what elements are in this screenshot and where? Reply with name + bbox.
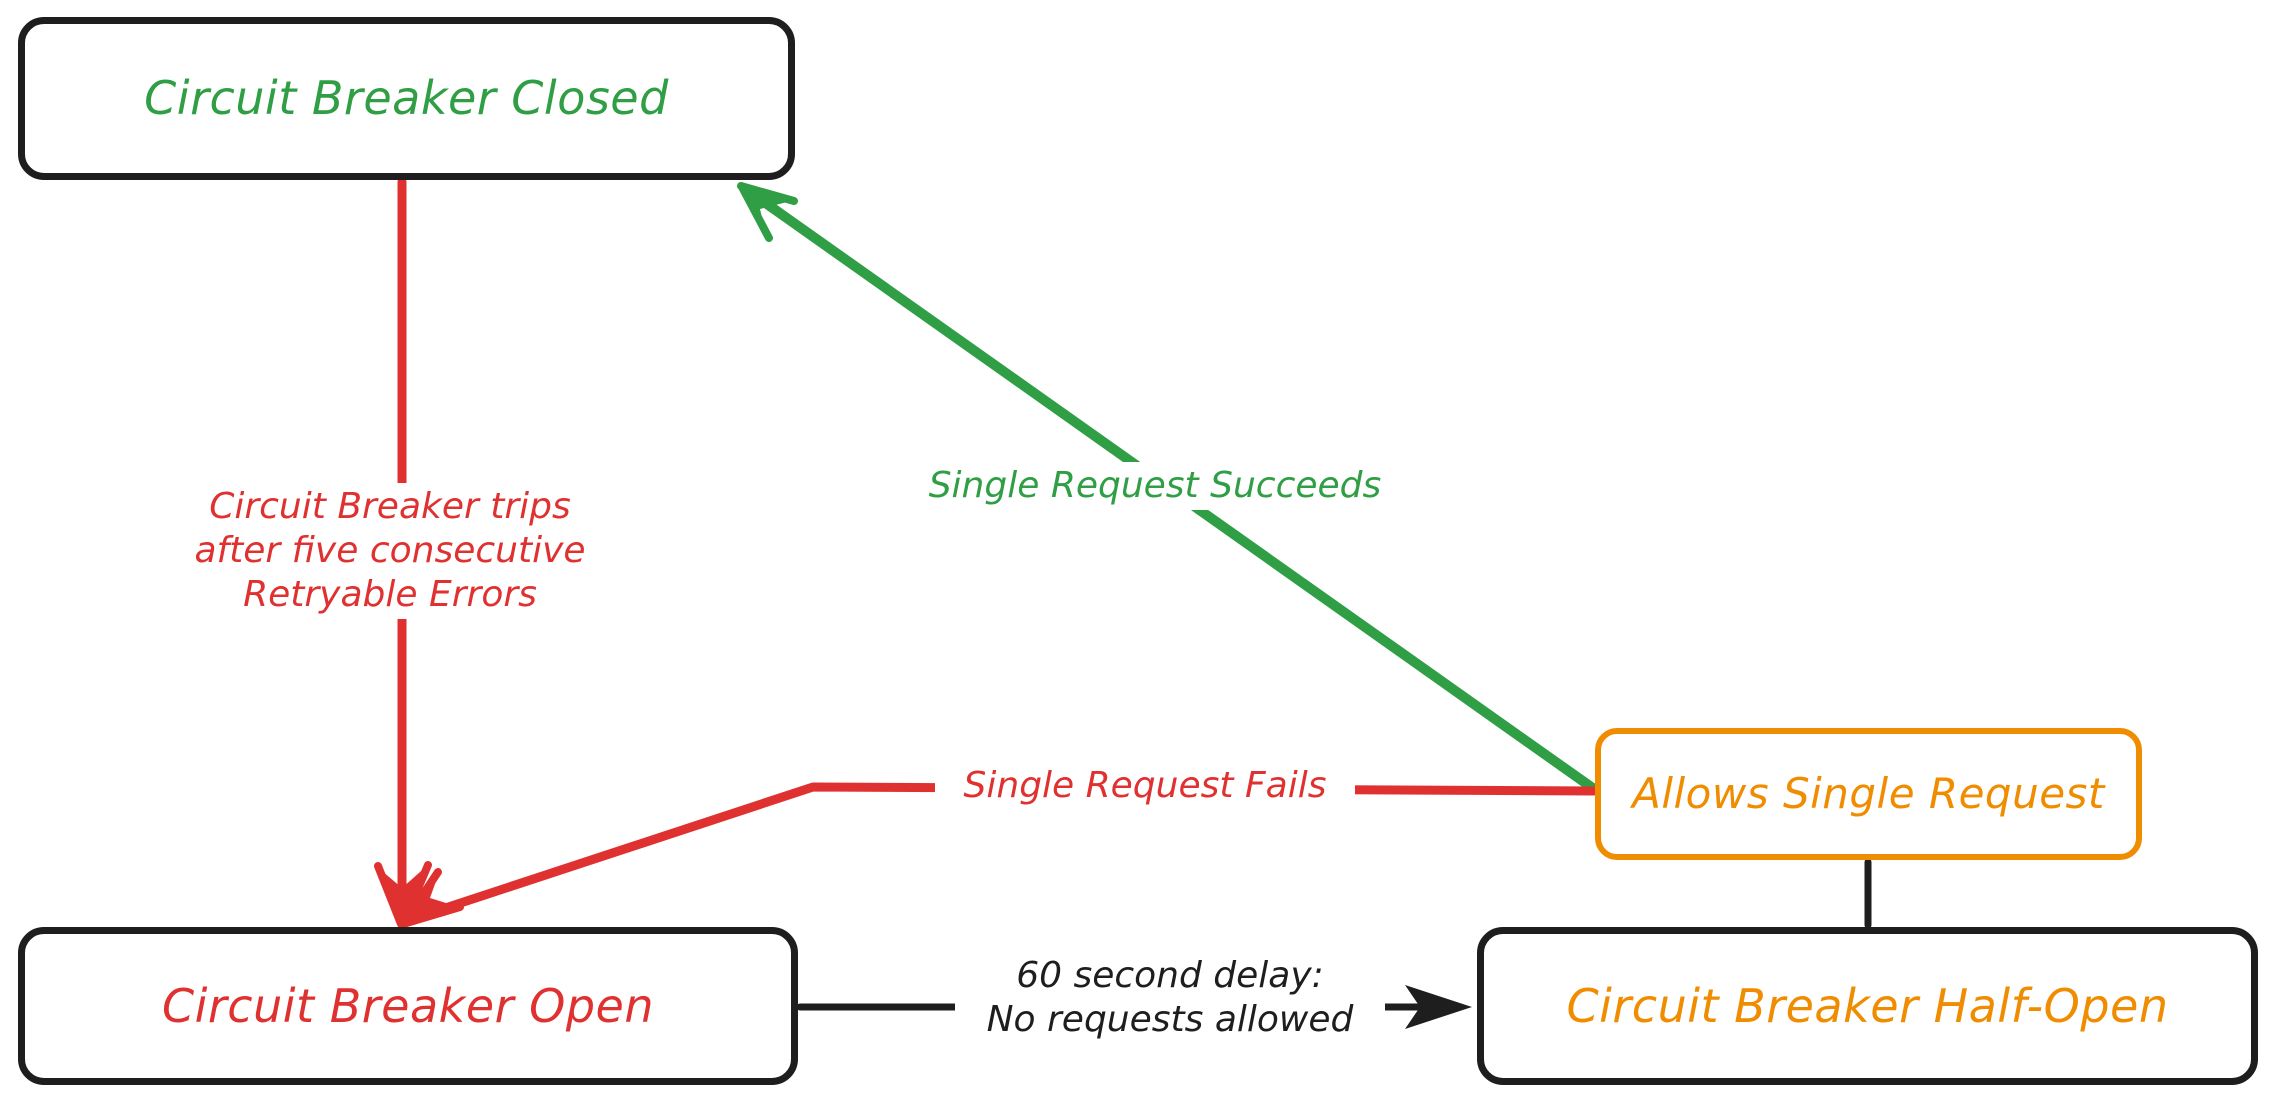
node-label-open: Circuit Breaker Open — [162, 978, 654, 1033]
edge-label-allows-to-open: Single Request Fails — [935, 762, 1355, 810]
node-label-allows-single-request: Allows Single Request — [1632, 768, 2105, 818]
node-allows-single-request[interactable]: Allows Single Request — [1595, 728, 2142, 860]
edge-label-closed-to-open: Circuit Breaker trips after five consecu… — [180, 483, 600, 619]
node-circuit-breaker-closed[interactable]: Circuit Breaker Closed — [18, 17, 795, 180]
edge-label-allows-to-closed: Single Request Succeeds — [905, 462, 1405, 510]
edge-label-open-to-half-open: 60 second delay: No requests allowed — [955, 952, 1385, 1044]
node-label-closed: Circuit Breaker Closed — [144, 71, 669, 126]
node-circuit-breaker-half-open[interactable]: Circuit Breaker Half-Open — [1477, 927, 2258, 1085]
node-label-half-open: Circuit Breaker Half-Open — [1566, 978, 2169, 1033]
node-circuit-breaker-open[interactable]: Circuit Breaker Open — [18, 927, 798, 1085]
